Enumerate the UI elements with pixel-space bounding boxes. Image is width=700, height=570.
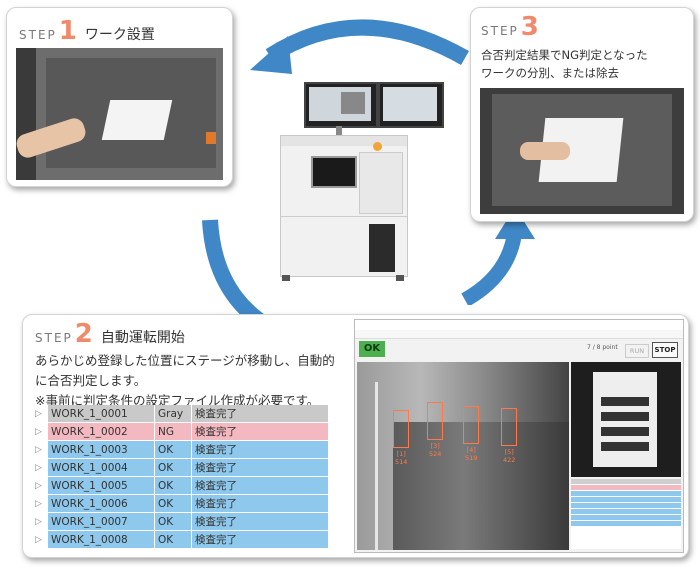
measurement-value: 519: [465, 454, 478, 462]
step3-desc-line2: ワークの分別、または除去: [481, 66, 619, 80]
result-cell: OK: [155, 441, 192, 458]
status-cell: 検査完了: [192, 477, 329, 494]
run-button[interactable]: RUN: [625, 344, 649, 358]
status-cell: 検査完了: [192, 405, 329, 422]
work-id-cell: WORK_1_0003: [48, 441, 155, 458]
stop-button[interactable]: STOP: [652, 342, 678, 358]
measurement-roi-box: [427, 402, 443, 440]
machine-window: [311, 156, 357, 188]
step2-desc-line2: に合否判定します。: [35, 373, 147, 388]
status-cell: 検査完了: [192, 513, 329, 530]
step1-number: 1: [58, 16, 77, 46]
row-expand-triangle-icon[interactable]: ▷: [33, 531, 48, 548]
measurement-label: [5]422: [503, 448, 515, 464]
step2-card: STEP 2 自動運転開始 あらかじめ登録した位置にステージが移動し、自動的 に…: [22, 314, 689, 558]
measurement-value: 422: [503, 456, 516, 464]
step3-word: STEP: [481, 24, 519, 38]
status-cell: 検査完了: [192, 423, 329, 440]
arrow-step3-to-step1: [250, 19, 469, 74]
monitor-right: [378, 82, 444, 128]
row-expand-triangle-icon[interactable]: ▷: [33, 423, 48, 440]
measurement-index: [4]: [466, 446, 476, 454]
result-cell: OK: [155, 495, 192, 512]
step3-number: 3: [520, 12, 539, 42]
measurement-index: [5]: [504, 448, 514, 456]
measurement-roi-box: [501, 408, 517, 446]
status-cell: 検査完了: [192, 441, 329, 458]
result-cell: OK: [155, 459, 192, 476]
xray-inspection-machine: [268, 80, 444, 281]
step1-word: STEP: [19, 28, 57, 42]
xray-image-view: [1]514 [3]524 [4]519 [5]422: [357, 362, 569, 550]
row-expand-triangle-icon[interactable]: ▷: [33, 459, 48, 476]
arrow-step2-to-step3: [461, 207, 535, 305]
step3-card: STEP 3 合否判定結果でNG判定となった ワークの分別、または除去: [470, 7, 694, 222]
machine-body: [280, 135, 408, 277]
tray-preview: [571, 362, 681, 477]
row-expand-triangle-icon[interactable]: ▷: [33, 513, 48, 530]
work-id-cell: WORK_1_0001: [48, 405, 155, 422]
measurement-index: [3]: [430, 442, 440, 450]
row-expand-triangle-icon[interactable]: ▷: [33, 405, 48, 422]
work-id-cell: WORK_1_0004: [48, 459, 155, 476]
work-id-cell: WORK_1_0008: [48, 531, 155, 548]
step2-number: 2: [74, 319, 93, 349]
ok-result-button[interactable]: OK: [359, 341, 385, 357]
page-indicator: 7 / 8 point: [587, 344, 618, 351]
measurement-roi-box: [463, 406, 479, 444]
machine-pc-unit: [369, 224, 395, 272]
step2-label: 自動運転開始: [100, 330, 185, 346]
monitor-left: [304, 82, 378, 128]
measurement-label: [3]524: [429, 442, 441, 458]
work-id-cell: WORK_1_0007: [48, 513, 155, 530]
result-cell: NG: [155, 423, 192, 440]
measurement-label: [1]514: [395, 450, 407, 466]
row-expand-triangle-icon[interactable]: ▷: [33, 441, 48, 458]
measurement-label: [4]519: [465, 446, 477, 462]
step1-work-tray: [101, 100, 173, 140]
step1-photo: [16, 48, 223, 180]
step1-label: ワーク設置: [84, 27, 155, 43]
mini-result-list: [571, 479, 681, 549]
status-cell: 検査完了: [192, 459, 329, 476]
work-id-cell: WORK_1_0002: [48, 423, 155, 440]
step2-desc-line1: あらかじめ登録した位置にステージが移動し、自動的: [35, 353, 335, 368]
work-id-cell: WORK_1_0006: [48, 495, 155, 512]
work-id-cell: WORK_1_0005: [48, 477, 155, 494]
result-cell: OK: [155, 477, 192, 494]
measurement-index: [1]: [396, 450, 406, 458]
measurement-value: 514: [395, 458, 408, 466]
result-cell: OK: [155, 513, 192, 530]
status-cell: 検査完了: [192, 495, 329, 512]
step1-card: STEP 1 ワーク設置: [6, 7, 233, 187]
step2-desc-line3: ※事前に判定条件の設定ファイル作成が必要です。: [35, 393, 320, 408]
measurement-value: 524: [429, 450, 442, 458]
row-expand-triangle-icon[interactable]: ▷: [33, 495, 48, 512]
step2-word: STEP: [35, 331, 73, 345]
inspection-software-window: OK 7 / 8 point RUN STOP [1]514[3]524[4]5…: [354, 319, 684, 553]
result-cell: OK: [155, 531, 192, 548]
step3-desc-line1: 合否判定結果でNG判定となった: [481, 48, 648, 62]
status-cell: 検査完了: [192, 531, 329, 548]
result-cell: Gray: [155, 405, 192, 422]
step3-photo: [480, 88, 684, 214]
measurement-roi-box: [393, 410, 409, 448]
row-expand-triangle-icon[interactable]: ▷: [33, 477, 48, 494]
